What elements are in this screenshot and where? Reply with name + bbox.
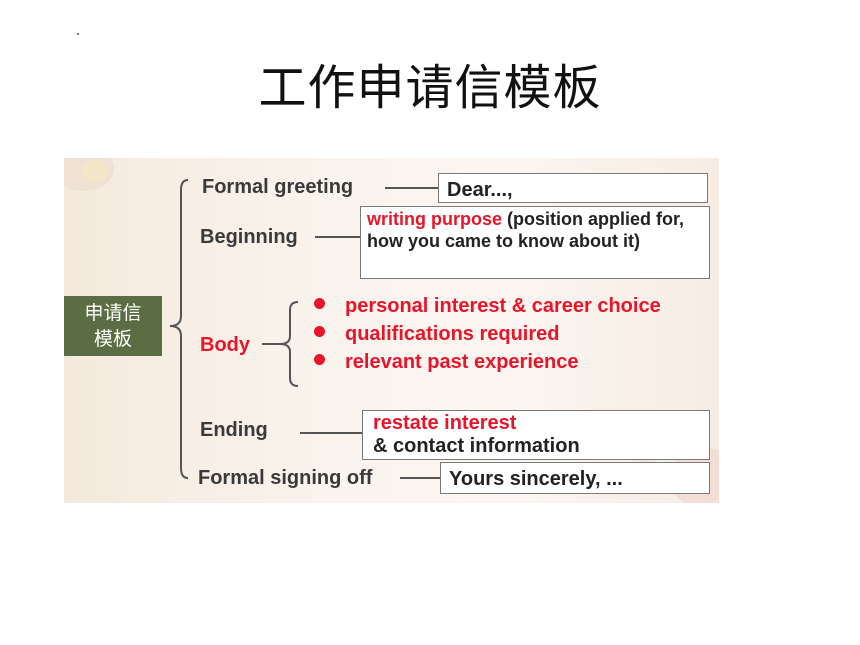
greeting-box: Dear..., xyxy=(438,173,708,203)
body-point-text: personal interest & career choice xyxy=(345,295,661,317)
bullet-icon xyxy=(314,354,325,366)
beginning-box-highlight: writing purpose xyxy=(367,209,502,229)
beginning-label: Beginning xyxy=(200,226,298,248)
greeting-label: Formal greeting xyxy=(202,176,354,198)
body-point-text: qualifications required xyxy=(345,323,560,345)
center-line-2: 模板 xyxy=(93,328,132,350)
body-bracket xyxy=(279,301,299,387)
main-bracket xyxy=(169,179,189,479)
beginning-box-text: (position applied for, how you came to k… xyxy=(367,209,684,251)
center-line-1: 申请信 xyxy=(84,302,142,324)
body-point: relevant past experience xyxy=(314,351,578,374)
ending-box-text: & contact information xyxy=(373,435,580,457)
ending-box: restate interest& contact information xyxy=(362,410,710,460)
body-point-text: relevant past experience xyxy=(345,351,579,373)
decorative-dot xyxy=(77,33,79,35)
signoff-box: Yours sincerely, ... xyxy=(440,462,710,494)
beginning-box: writing purpose (position applied for, h… xyxy=(360,206,710,279)
bullet-icon xyxy=(314,298,325,310)
decorative-flower-blob xyxy=(82,160,108,182)
body-point: personal interest & career choice xyxy=(314,295,661,318)
center-node: 申请信 模板 xyxy=(64,296,162,356)
body-point: qualifications required xyxy=(314,323,559,346)
ending-label: Ending xyxy=(200,419,268,441)
signoff-label: Formal signing off xyxy=(198,467,373,489)
page-title: 工作申请信模板 xyxy=(258,60,602,116)
body-label: Body xyxy=(200,334,250,356)
ending-box-highlight: restate interest xyxy=(373,412,517,434)
bullet-icon xyxy=(314,326,325,338)
